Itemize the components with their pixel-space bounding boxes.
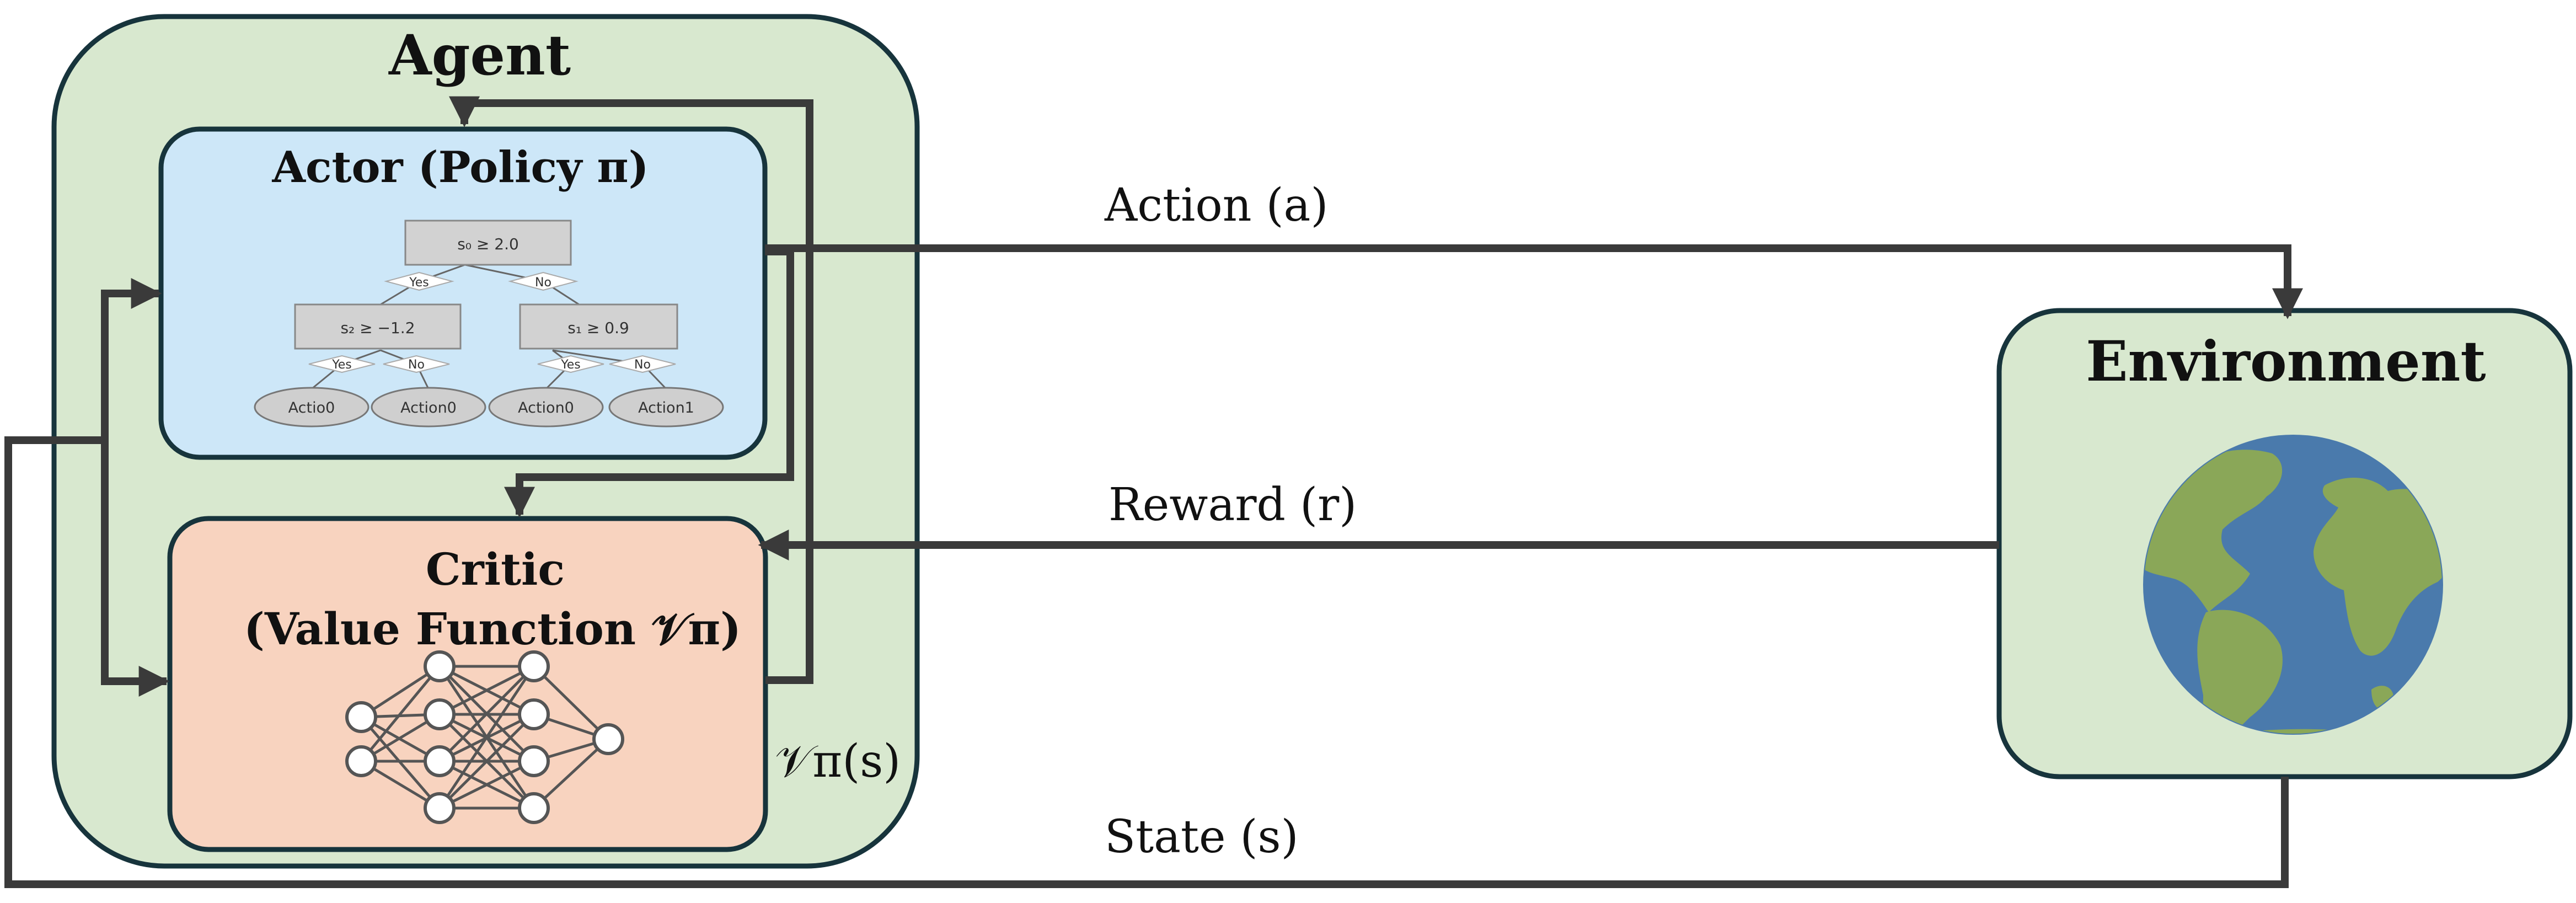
branch-no-label: No bbox=[634, 358, 651, 372]
branch-no-label: No bbox=[535, 276, 551, 290]
state-label: State (s) bbox=[1105, 811, 1299, 863]
reward-label: Reward (r) bbox=[1108, 479, 1357, 531]
branch-no-marker bbox=[609, 355, 676, 373]
branch-yes-label: Yes bbox=[560, 358, 581, 372]
tree-right-label: s₁ ≥ 0.9 bbox=[567, 319, 629, 337]
tree-left-label: s₂ ≥ −1.2 bbox=[340, 319, 415, 337]
network-node bbox=[424, 650, 456, 682]
neural-network-icon bbox=[345, 650, 624, 824]
network-edge bbox=[438, 760, 535, 810]
tree-root-label: s₀ ≥ 2.0 bbox=[457, 235, 519, 253]
state-to-actor-arrow bbox=[101, 278, 162, 440]
network-node bbox=[518, 698, 550, 730]
branch-no-label: No bbox=[408, 358, 425, 372]
network-node bbox=[424, 745, 456, 777]
tree-root-node bbox=[404, 220, 572, 266]
branch-yes-marker bbox=[384, 271, 454, 291]
state-to-critic-arrow bbox=[101, 440, 170, 697]
tree-leaf-node bbox=[608, 387, 724, 428]
arrows bbox=[4, 96, 2303, 888]
tree-leaf-label: Action1 bbox=[638, 399, 694, 416]
tree-leaf-node bbox=[371, 387, 486, 428]
actor-to-critic-arrow bbox=[504, 248, 794, 518]
earth-globe-icon bbox=[2143, 435, 2443, 735]
branch-yes-marker bbox=[537, 355, 604, 373]
tree-leaf-label: Action0 bbox=[400, 399, 457, 416]
network-edge bbox=[438, 665, 535, 762]
network-edge bbox=[360, 665, 441, 762]
state-arrow bbox=[4, 436, 2289, 888]
branch-yes-marker bbox=[308, 355, 376, 373]
network-edge bbox=[438, 665, 535, 716]
tree-leaf-label: Action0 bbox=[518, 399, 574, 416]
action-label: Action (a) bbox=[1104, 179, 1328, 232]
network-node bbox=[424, 792, 456, 824]
value-to-actor-arrow bbox=[449, 96, 813, 684]
network-node bbox=[518, 792, 550, 824]
tree-left-node bbox=[294, 303, 462, 350]
branch-yes-label: Yes bbox=[331, 358, 352, 372]
network-edge bbox=[533, 738, 609, 809]
critic-title-line1: Critic bbox=[426, 543, 565, 595]
tree-leaf-node bbox=[254, 387, 369, 428]
action-arrow bbox=[765, 244, 2303, 319]
network-edge bbox=[438, 665, 535, 809]
tree-leaf-label: Actio0 bbox=[288, 399, 335, 416]
branch-yes-label: Yes bbox=[409, 276, 429, 290]
network-node bbox=[345, 745, 377, 777]
branch-no-marker bbox=[383, 355, 450, 373]
critic-title-line2: (Value Function 𝒱π) bbox=[244, 603, 741, 655]
tree-leaf-node bbox=[488, 387, 604, 428]
agent-title: Agent bbox=[388, 23, 571, 88]
tree-right-node bbox=[519, 303, 678, 350]
branch-no-marker bbox=[508, 271, 579, 291]
environment-title: Environment bbox=[2086, 329, 2486, 394]
network-node bbox=[424, 698, 456, 730]
network-node bbox=[345, 701, 377, 733]
network-node bbox=[518, 745, 550, 777]
network-node bbox=[518, 650, 550, 682]
actor-title: Actor (Policy π) bbox=[271, 142, 649, 193]
value-output-label: 𝒱π(s) bbox=[775, 735, 901, 788]
network-edge bbox=[533, 665, 609, 740]
decision-tree-icon: s₀ ≥ 2.0 Yes No s₂ ≥ −1.2 s₁ ≥ 0.9 Yes N… bbox=[254, 220, 724, 428]
network-node bbox=[592, 723, 624, 755]
network-edge bbox=[438, 713, 535, 809]
